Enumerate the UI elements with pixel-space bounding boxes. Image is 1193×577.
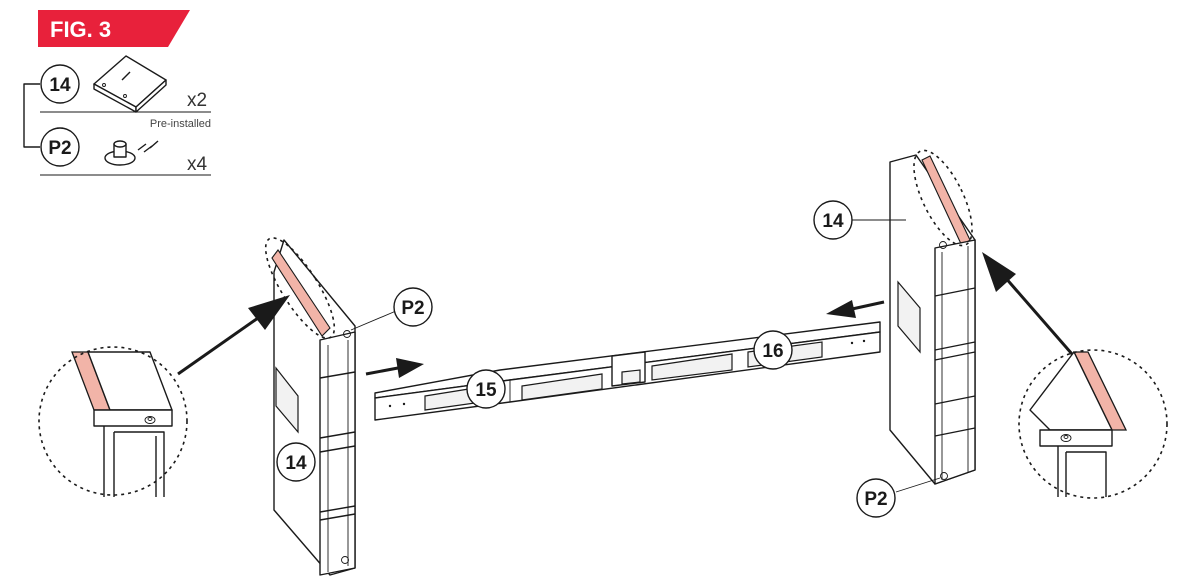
- legend-bracket: [23, 83, 40, 148]
- svg-text:P2: P2: [401, 298, 424, 319]
- right-panel-accent-strip: [921, 155, 971, 247]
- svg-text:14: 14: [822, 211, 844, 232]
- left-panel-cam-hole-bottom: [341, 556, 349, 564]
- left-panel-front: [319, 331, 356, 576]
- left-detail-magnifier: [38, 346, 188, 497]
- right-panel-dashed-highlight: [913, 149, 973, 247]
- callout-rail-left: 15: [466, 369, 506, 409]
- legend-part-id: P2: [48, 138, 71, 159]
- legend-item-14: 14 x2 Pre-installed: [40, 55, 211, 130]
- left-panel-handle-cutout: [275, 366, 299, 434]
- callout-left-panel-top: P2: [393, 287, 433, 327]
- legend-item-p2: P2 x4: [40, 127, 211, 176]
- legend-note: Pre-installed: [150, 118, 211, 130]
- left-detail-corner: [71, 351, 173, 497]
- right-detail-magnifier: [1018, 349, 1168, 499]
- svg-text:P2: P2: [864, 489, 887, 510]
- left-panel-cam-hole-top: [343, 330, 351, 338]
- legend-quantity: x4: [187, 154, 208, 175]
- right-panel-front: [934, 239, 976, 485]
- right-panel-cam-hole-top: [939, 241, 947, 249]
- svg-text:15: 15: [475, 380, 497, 401]
- right-panel-handle-cutout: [897, 280, 921, 354]
- left-detail-dashed-circle: [38, 346, 188, 496]
- callout-right-panel-body: 14: [813, 200, 853, 240]
- arrow-to-left-detail: [177, 295, 290, 376]
- figure-label-background: [38, 10, 190, 47]
- callout-rail-right: 16: [753, 330, 793, 370]
- left-panel-accent-strip: [271, 249, 331, 337]
- rail-assembly: [374, 321, 881, 421]
- right-side-panel: [889, 149, 976, 485]
- arrow-rail-to-right: [365, 358, 424, 378]
- legend-part-id: 14: [49, 75, 71, 96]
- right-panel-shelves: [934, 246, 976, 480]
- arrow-to-right-detail: [982, 252, 1074, 355]
- side-panel-icon: [93, 55, 167, 113]
- legend-callout-circle: [40, 127, 80, 167]
- callout-left-panel-body: 14: [276, 442, 316, 482]
- parts-legend: 14 x2 Pre-installed P2: [23, 55, 211, 176]
- legend-quantity: x2: [187, 90, 207, 111]
- callout-right-panel-bottom: P2: [856, 478, 896, 518]
- arrow-rail-to-left: [826, 300, 885, 318]
- svg-text:14: 14: [285, 453, 307, 474]
- leader-lines: [350, 219, 941, 493]
- legend-callout-circle: [40, 64, 80, 104]
- left-panel-shelves: [319, 340, 356, 572]
- left-side-panel: [264, 237, 356, 576]
- right-detail-dashed-circle: [1018, 349, 1168, 499]
- right-panel-cam-hole-bottom: [940, 472, 948, 480]
- right-detail-corner: [1029, 351, 1128, 497]
- figure-label: FIG. 3: [38, 10, 190, 47]
- figure-label-text: FIG. 3: [50, 17, 111, 42]
- direction-arrows: [177, 252, 1074, 378]
- svg-text:16: 16: [762, 341, 783, 362]
- cam-lock-icon: [104, 140, 159, 166]
